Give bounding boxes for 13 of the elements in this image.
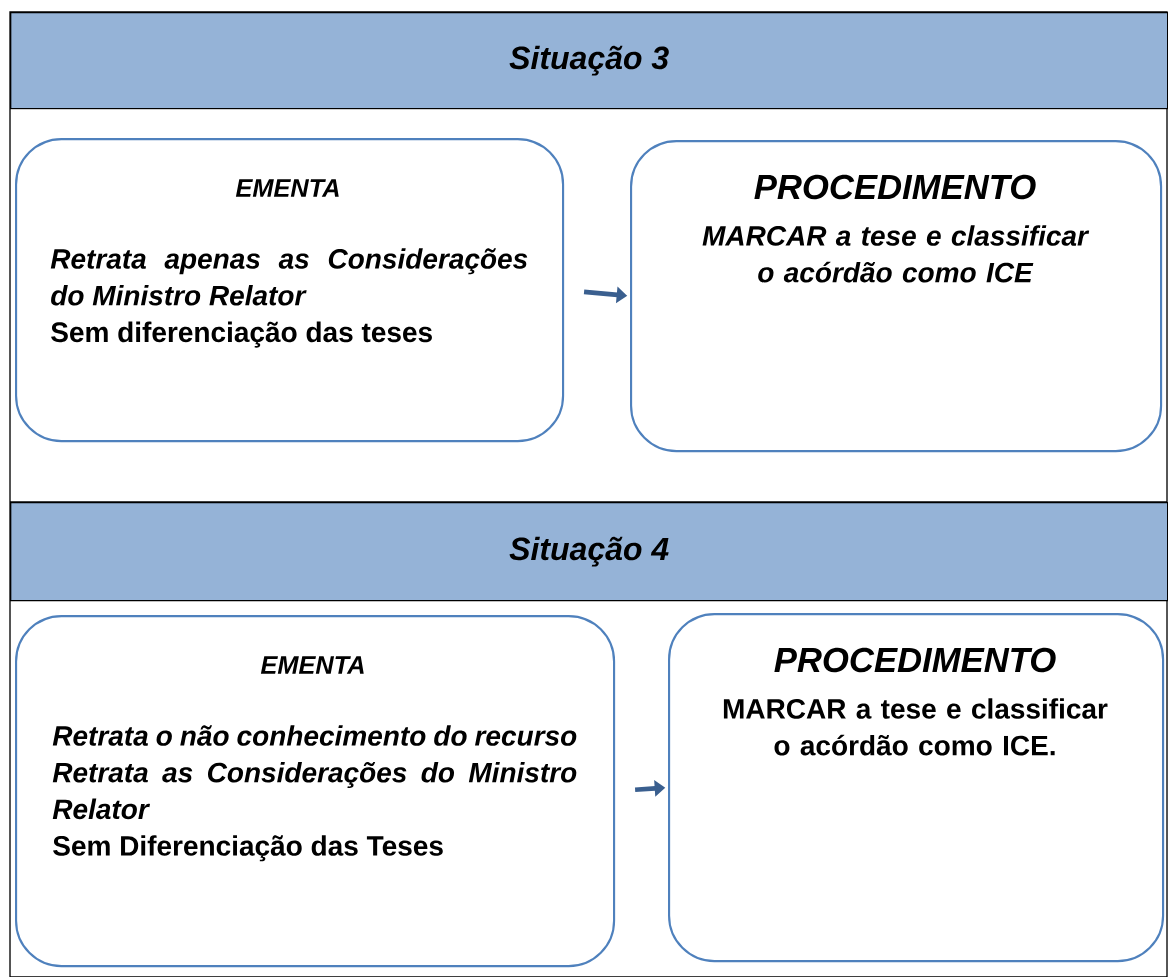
box-heading: PROCEDIMENTO [774, 647, 1056, 673]
body-text: Retrata o não conhecimento do recurso [52, 725, 577, 746]
body-text: MARCAR a tese e classificar o acórdão como ICE [702, 225, 1090, 283]
box-heading: EMENTA [260, 656, 364, 674]
body-text: Retrata apenas as Considerações do Ministro Relator [50, 248, 528, 306]
body-text: MARCAR a tese e classificar o acórdão como ICE. [723, 698, 1108, 756]
body-text: Retrata as Considerações do Ministro Relator [52, 761, 577, 820]
body-text: Sem diferenciação das teses [51, 321, 432, 348]
box-heading: EMENTA [235, 179, 339, 197]
header-band: Situação 3 [10, 12, 1168, 110]
header-band: Situação 4 [10, 502, 1168, 602]
box-heading: PROCEDIMENTO [754, 174, 1036, 200]
body-text: Sem Diferenciação das Teses [53, 835, 443, 862]
